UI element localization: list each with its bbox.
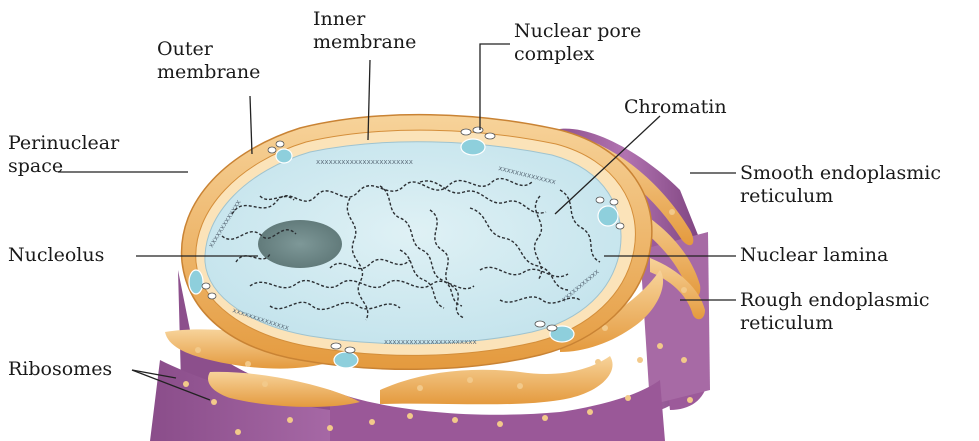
label-inner-membrane: Inner membrane [313,8,416,54]
label-line: reticulum [740,185,941,208]
label-perinuclear-space: Perinuclear space [8,132,119,178]
label-line: Inner [313,8,416,31]
label-line: membrane [157,61,260,84]
label-line: Nucleolus [8,244,104,267]
label-line: reticulum [740,312,930,335]
label-chromatin: Chromatin [624,96,727,119]
label-ribosomes: Ribosomes [8,358,112,381]
label-smooth-er: Smooth endoplasmic reticulum [740,162,941,208]
leader-nuclear-pore-complex [480,44,510,130]
label-line: Perinuclear [8,132,119,155]
leader-outer-membrane [250,96,252,154]
label-rough-er: Rough endoplasmic reticulum [740,289,930,335]
label-line: Rough endoplasmic [740,289,930,312]
label-line: Ribosomes [8,358,112,381]
label-line: Chromatin [624,96,727,119]
label-line: Outer [157,38,260,61]
label-line: Nuclear lamina [740,244,888,267]
svg-text:xxxxxxxxxxxxxxxxxxxxxx: xxxxxxxxxxxxxxxxxxxxxx [384,338,477,346]
label-nucleolus: Nucleolus [8,244,104,267]
label-nuclear-pore-complex: Nuclear pore complex [514,20,641,66]
label-outer-membrane: Outer membrane [157,38,260,84]
label-line: Smooth endoplasmic [740,162,941,185]
label-nuclear-lamina: Nuclear lamina [740,244,888,267]
label-line: membrane [313,31,416,54]
label-line: Nuclear pore [514,20,641,43]
label-line: complex [514,43,641,66]
nucleolus-shape [258,220,342,268]
label-line: space [8,155,119,178]
svg-text:xxxxxxxxxxxxxxxxxxxxxxx: xxxxxxxxxxxxxxxxxxxxxxx [316,158,413,166]
